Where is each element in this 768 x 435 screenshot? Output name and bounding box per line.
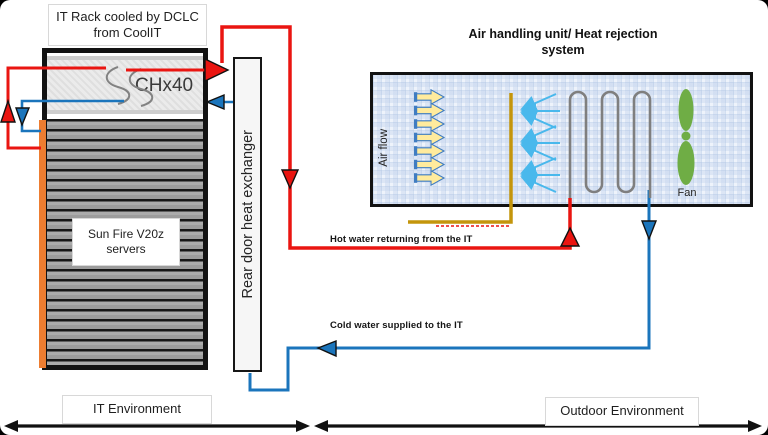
- it-rack: CHx40: [42, 48, 208, 370]
- cold-water-label: Cold water supplied to the IT: [330, 320, 463, 331]
- rear-door-heat-exchanger: Rear door heat exchanger: [233, 57, 262, 372]
- outdoor-environment-label: Outdoor Environment: [560, 403, 684, 419]
- servers-label-text: Sun Fire V20z servers: [87, 227, 165, 256]
- hot-into-coil-arrow: [559, 226, 581, 247]
- outdoor-environment-label-box: Outdoor Environment: [545, 397, 699, 426]
- hot-water-label: Hot water returning from the IT: [330, 234, 473, 245]
- rack-title-text: IT Rack cooled by DCLC from CoolIT: [56, 8, 199, 40]
- cold-down-arrow: [15, 107, 31, 127]
- cold-supply-arrow: [316, 339, 337, 358]
- rdhx-label: Rear door heat exchanger: [239, 130, 256, 299]
- cold-into-rack-arrow: [205, 93, 225, 111]
- coolant-manifold-bar: [39, 120, 46, 368]
- air-flow-label-wrap: Air flow: [378, 105, 390, 191]
- servers-label-box: Sun Fire V20z servers: [72, 218, 180, 266]
- cold-from-coil-arrow: [640, 220, 658, 241]
- hot-exit-arrow: [204, 57, 230, 83]
- ahu-title: Air handling unit/ Heat rejection system: [468, 27, 658, 58]
- it-environment-label-box: IT Environment: [62, 395, 212, 424]
- it-environment-label: IT Environment: [93, 401, 181, 417]
- chx40-label: CHx40: [135, 75, 194, 96]
- hot-down-arrow: [280, 169, 300, 190]
- rack-title: IT Rack cooled by DCLC from CoolIT: [48, 4, 207, 46]
- air-flow-label: Air flow: [378, 129, 390, 167]
- fan-label: Fan: [677, 187, 697, 199]
- hot-up-arrow: [0, 98, 16, 123]
